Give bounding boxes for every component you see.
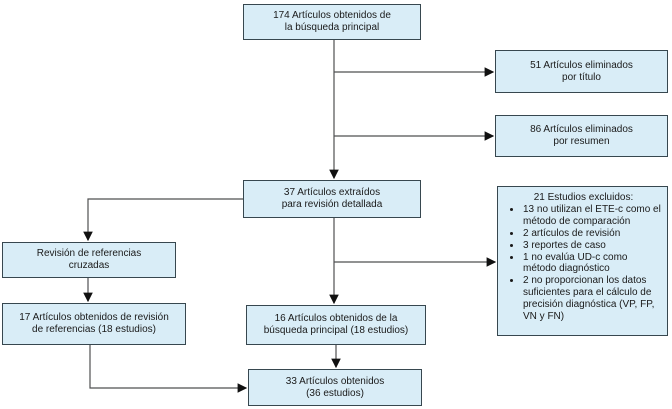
connector-references-to-total [89, 345, 248, 393]
excluded-item: 13 no utilizan el ETE-c como el método d… [522, 204, 661, 228]
node-search-main: 174 Artículos obtenidos de la búsqueda p… [243, 4, 421, 40]
node-extracted: 37 Artículos extraídos para revisión det… [243, 180, 421, 218]
connector-extracted-to-crossreview [83, 198, 243, 242]
node-text-line: 37 Artículos extraídos [283, 187, 381, 198]
node-removed-abstract: 86 Artículos eliminados por resumen [495, 115, 668, 157]
node-cross-reference-review: Revisión de referencias cruzadas [2, 242, 176, 278]
node-text-line: 51 Artículos eliminados [530, 59, 633, 71]
excluded-item: 3 reportes de caso [522, 240, 661, 252]
node-text-line: 33 Artículos obtenidos [285, 375, 385, 387]
node-text-line: 86 Artículos eliminados [530, 124, 633, 135]
node-obtained-search: 16 Artículos obtenidos de la búsqueda pr… [246, 305, 426, 345]
node-removed-title: 51 Artículos eliminados por título [495, 50, 668, 93]
excluded-item: 1 no evalúa UD-c como método diagnóstico [522, 252, 661, 276]
excluded-heading: 21 Estudios excluidos: [533, 192, 634, 203]
excluded-item: 2 no proporcionan los datos suficientes … [522, 275, 661, 323]
excluded-list: 13 no utilizan el ETE-c como el método d… [506, 204, 661, 323]
node-text-line: por resumen [553, 136, 610, 147]
excluded-item: 2 artículos de revisión [522, 228, 661, 240]
node-text-line: Revisión de referencias [36, 248, 142, 259]
node-text-line: la búsqueda principal [284, 22, 380, 33]
node-text-line: (36 estudios) [306, 387, 364, 399]
node-text-line: de referencias (18 estudios) [32, 324, 156, 335]
node-text-line: 17 Artículos obtenidos de revisión [19, 312, 169, 323]
node-text-line: para revisión detallada [281, 199, 383, 210]
node-text-line: cruzadas [68, 260, 110, 271]
node-obtained-references: 17 Artículos obtenidos de revisión de re… [2, 303, 186, 345]
node-text-line: por título [562, 71, 601, 83]
node-total: 33 Artículos obtenidos (36 estudios) [248, 369, 422, 406]
node-text-line: 174 Artículos obtenidos de [273, 10, 391, 21]
node-text-line: búsqueda principal (18 estudios) [263, 325, 409, 336]
node-excluded-studies: 21 Estudios excluidos: 13 no utilizan el… [497, 186, 668, 336]
node-text-line: 16 Artículos obtenidos de la [274, 313, 398, 324]
